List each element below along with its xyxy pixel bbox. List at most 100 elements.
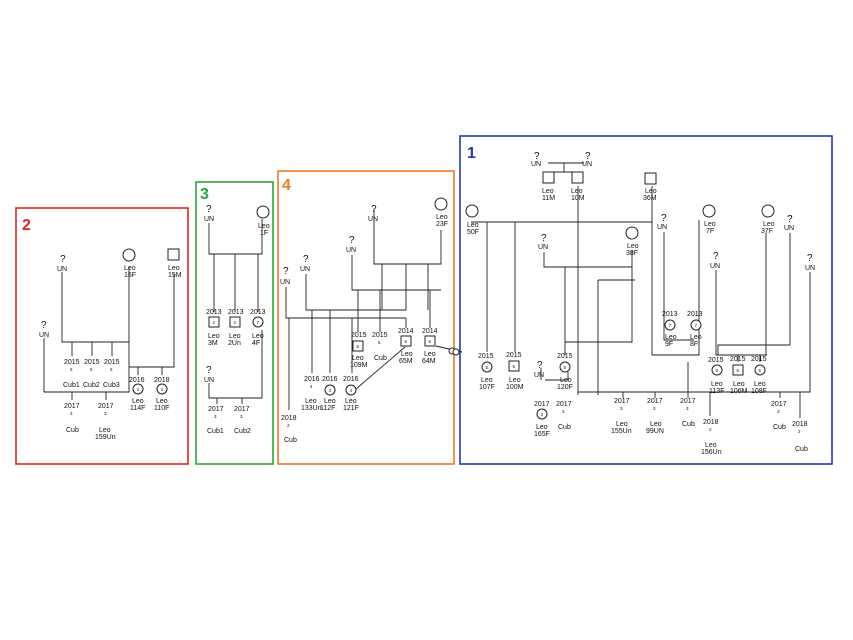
litter-size: 4	[161, 387, 164, 392]
litter-size: 3	[653, 406, 656, 411]
year-label: 2017	[234, 406, 250, 413]
leo-133un-id: 133Un	[301, 405, 322, 412]
unknown-marker: ?	[303, 254, 309, 265]
leo-99un-id: 99UN	[646, 428, 664, 435]
year-label: 2014	[398, 328, 414, 335]
female-symbol	[711, 364, 723, 376]
leo-99un-name: Leo	[650, 421, 662, 428]
leo-121f-id: 121F	[343, 405, 359, 412]
female-symbol	[690, 319, 702, 331]
litter-size: 4	[350, 388, 353, 393]
year-label: 2015	[506, 352, 522, 359]
year-label: 2015	[751, 356, 767, 363]
year-label: 2017	[771, 401, 787, 408]
male-symbol	[571, 171, 584, 184]
litter-size: 3	[620, 406, 623, 411]
male-symbol	[644, 172, 657, 185]
female-symbol	[559, 361, 571, 373]
unknown-label: UN	[657, 224, 667, 231]
male-symbol	[352, 340, 364, 352]
unknown-label: UN	[300, 266, 310, 273]
female-symbol	[324, 384, 336, 396]
male-symbol	[542, 171, 555, 184]
year-label: 2018	[154, 377, 170, 384]
leo-38f-id: 38F	[626, 250, 638, 257]
leo-107f-name: Leo	[481, 377, 493, 384]
female-symbol	[256, 205, 270, 219]
female-symbol	[625, 226, 639, 240]
unknown-label: UN	[346, 247, 356, 254]
cub-label: Cub	[374, 355, 387, 362]
year-label: 2017	[614, 398, 630, 405]
leo-1f-name: Leo	[258, 223, 270, 230]
leo-64m-id: 64M	[422, 358, 436, 365]
leo-38f-name: Leo	[627, 243, 639, 250]
female-symbol	[122, 248, 136, 262]
year-label: 2018	[792, 421, 808, 428]
unknown-marker: ?	[60, 254, 66, 265]
panel-1-frame	[459, 135, 833, 465]
litter-size: 3	[70, 411, 73, 416]
unknown-label: UN	[39, 332, 49, 339]
unknown-label: UN	[784, 225, 794, 232]
panel-4: ? UN ? UN ? UN ? UN Leo 23F 2015 5 Leo 1…	[280, 197, 448, 444]
panel-4-frame	[277, 170, 455, 465]
panel-4-number: 4	[282, 177, 291, 194]
leo-50f-id: 50F	[467, 229, 479, 236]
leo-165f-name: Leo	[536, 424, 548, 431]
unknown-marker: ?	[206, 204, 212, 215]
leo-10m-id: 10M	[571, 195, 585, 202]
litter-size: 4	[329, 388, 332, 393]
unknown-marker: ?	[349, 235, 355, 246]
litter-size: 4	[137, 387, 140, 392]
female-symbol	[156, 383, 168, 395]
year-label: 2017	[680, 398, 696, 405]
year-label: 2014	[422, 328, 438, 335]
unknown-marker: ?	[41, 320, 47, 331]
cub-label: Cub	[682, 421, 695, 428]
leo-23f-name: Leo	[436, 214, 448, 221]
litter-size: 5	[90, 367, 93, 372]
leo-100m-id: 100M	[506, 384, 524, 391]
leo-8f-id: 8F	[690, 341, 698, 348]
year-label: 2015	[104, 359, 120, 366]
unknown-label: UN	[280, 279, 290, 286]
panel-2-number: 2	[22, 217, 31, 234]
leo-156un-id: 156Un	[701, 449, 722, 456]
year-label: 2016	[343, 376, 359, 383]
unknown-marker: ?	[661, 213, 667, 224]
leo-65m-name: Leo	[401, 351, 413, 358]
cub-label: Cub	[66, 427, 79, 434]
unknown-label: UN	[57, 266, 67, 273]
leo-3m-name: Leo	[208, 333, 220, 340]
leo-11m-name: Leo	[542, 188, 554, 195]
year-label: 2017	[208, 406, 224, 413]
leo-7f-id: 7F	[706, 228, 714, 235]
litter-size: 5	[564, 365, 567, 370]
leo-16f-name: Leo	[124, 265, 136, 272]
link-ring	[452, 348, 460, 356]
litter-size: 2	[213, 320, 216, 325]
leo-10m-name: Leo	[571, 188, 583, 195]
leo-106m-id: 106M	[730, 388, 748, 395]
year-label: 2013	[206, 309, 222, 316]
leo-106m-name: Leo	[733, 381, 745, 388]
male-symbol	[208, 316, 220, 328]
unknown-marker: ?	[585, 151, 591, 162]
unknown-marker: ?	[713, 251, 719, 262]
leo-37f-id: 37F	[761, 228, 773, 235]
leo-156un-name: Leo	[705, 442, 717, 449]
male-symbol	[424, 335, 436, 347]
unknown-label: UN	[710, 263, 720, 270]
unknown-marker: ?	[206, 365, 212, 376]
leo-15m-id: 15M	[168, 272, 182, 279]
male-symbol	[400, 335, 412, 347]
leo-7f-name: Leo	[704, 221, 716, 228]
unknown-label: UN	[805, 265, 815, 272]
unknown-label: UN	[531, 161, 541, 168]
female-symbol	[481, 361, 493, 373]
leo-23f-id: 23F	[436, 221, 448, 228]
cub-label: Cub1	[63, 382, 80, 389]
litter-size: 3	[104, 411, 107, 416]
